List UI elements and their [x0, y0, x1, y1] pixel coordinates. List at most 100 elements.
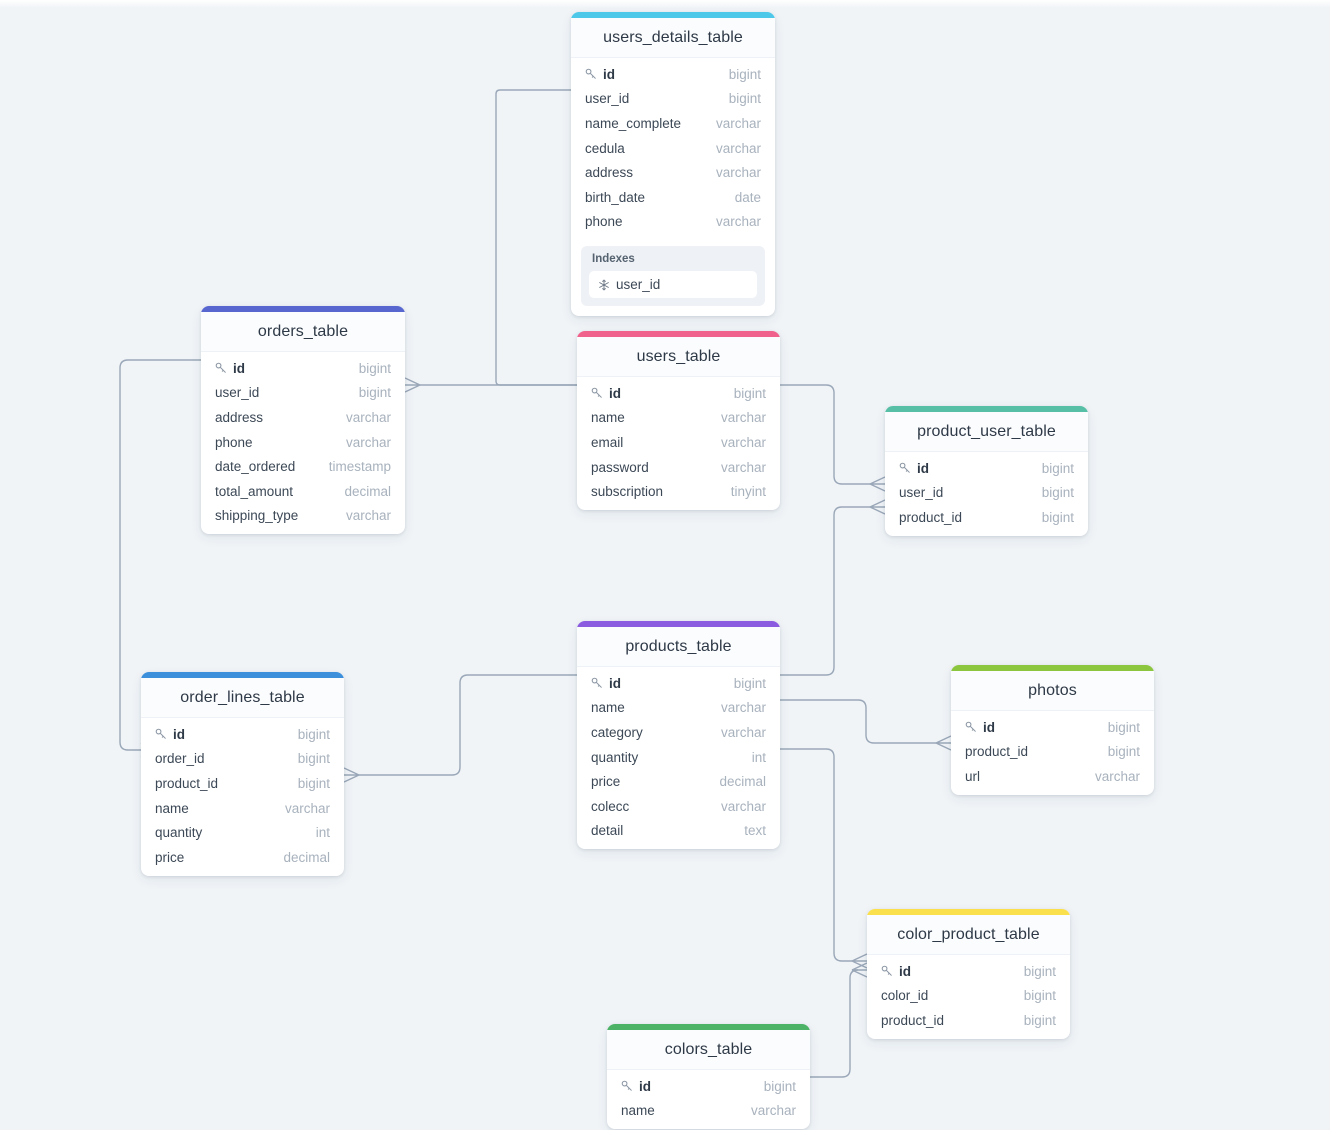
field-name-cell: url: [965, 769, 1095, 784]
primary-key-icon: [585, 68, 596, 79]
index-icon: [599, 279, 609, 291]
field-type-label: varchar: [720, 724, 766, 740]
field-type-label: int: [315, 825, 330, 841]
edge-products-to-productuser: [780, 506, 870, 676]
table-title[interactable]: orders_table: [201, 312, 405, 352]
field-name-cell: email: [591, 435, 721, 450]
field-name-label: address: [585, 165, 634, 181]
table-title[interactable]: users_table: [577, 337, 780, 377]
field-name-label: user_id: [215, 385, 260, 401]
field-name-cell: quantity: [591, 750, 752, 765]
table-title[interactable]: products_table: [577, 627, 780, 667]
table-title[interactable]: photos: [951, 671, 1154, 711]
field-type-label: bigint: [1107, 719, 1140, 735]
table-title[interactable]: product_user_table: [885, 412, 1088, 452]
field-name-label: id: [233, 360, 245, 376]
field-name-label: id: [983, 719, 995, 735]
field-type-label: bigint: [1023, 988, 1056, 1004]
field-row[interactable]: id bigint: [951, 715, 1154, 740]
table-title[interactable]: order_lines_table: [141, 678, 344, 718]
field-name-cell: name: [621, 1103, 751, 1118]
field-name-label: id: [173, 726, 185, 742]
primary-key-icon: [621, 1080, 632, 1091]
table-title[interactable]: users_details_table: [571, 18, 775, 58]
table-title[interactable]: color_product_table: [867, 915, 1070, 955]
field-type-label: varchar: [720, 434, 766, 450]
field-name-cell: quantity: [155, 825, 316, 840]
field-name-cell: price: [591, 774, 719, 789]
table-accent-bar: [577, 331, 780, 337]
index-chip[interactable]: user_id: [589, 271, 757, 299]
field-type-label: bigint: [358, 360, 391, 376]
field-name-cell: product_id: [965, 744, 1108, 759]
field-name-label: name: [591, 700, 625, 716]
field-name-label: name_complete: [585, 115, 682, 131]
field-name-label: order_id: [155, 751, 205, 767]
field-name-label: id: [639, 1078, 651, 1094]
table-accent-bar: [867, 909, 1070, 915]
field-name-label: password: [591, 459, 649, 475]
crowsfoot-orderlines-product-id: [343, 767, 360, 783]
table-title[interactable]: colors_table: [607, 1030, 810, 1070]
field-row[interactable]: id bigint: [201, 356, 405, 381]
field-type-label: int: [751, 749, 766, 765]
table-accent-bar: [201, 306, 405, 312]
field-type-label: bigint: [1023, 963, 1056, 979]
